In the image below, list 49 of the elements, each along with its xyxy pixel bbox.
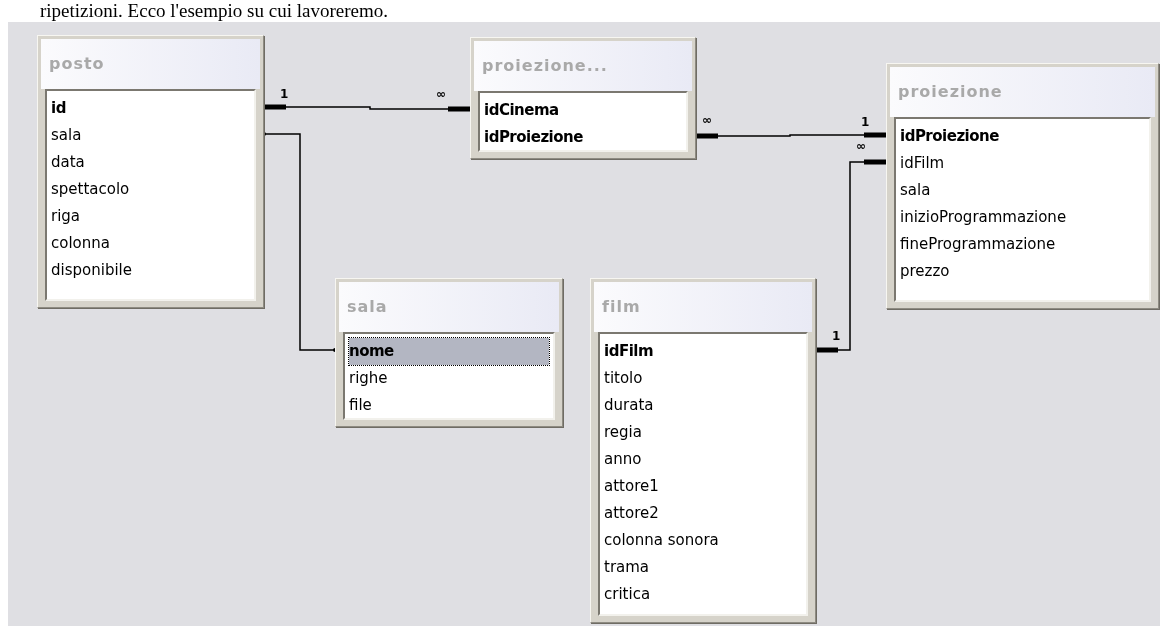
table-box (886, 63, 1159, 309)
field-name: nome (349, 341, 394, 363)
field-name: titolo (604, 368, 643, 390)
field-name: critica (604, 584, 651, 606)
cardinality-label: 1 (832, 330, 841, 342)
field-name: trama (604, 557, 650, 579)
cardinality-label: 1 (280, 88, 289, 100)
field-name: durata (604, 395, 654, 417)
cardinality-label: 1 (861, 116, 870, 128)
field-name: anno (604, 449, 642, 471)
field-name: idFilm (604, 341, 654, 363)
table-title: sala (347, 296, 388, 318)
table-box (470, 37, 696, 159)
relationship-line (262, 132, 337, 352)
field-name: data (51, 152, 85, 174)
cardinality-label: ∞ (702, 114, 712, 126)
table-title: proiezione... (482, 55, 608, 77)
field-name: idProiezione (900, 126, 999, 148)
cardinality-label: ∞ (856, 140, 866, 152)
cardinality-label: ∞ (436, 88, 446, 100)
field-name: attore1 (604, 476, 659, 498)
relationship-line (815, 159, 887, 353)
field-name: file (349, 395, 372, 417)
field-name: inizioProgrammazione (900, 207, 1067, 229)
field-name: regia (604, 422, 642, 444)
table-title: proiezione (898, 81, 1003, 103)
table-box (335, 278, 563, 427)
field-name: fineProgrammazione (900, 234, 1056, 256)
table-title: posto (49, 53, 105, 75)
intro-sentence: ripetizioni. Ecco l'esempio su cui lavoreremo. (40, 0, 388, 22)
table-box (37, 35, 264, 308)
table-title: film (602, 296, 641, 318)
field-name: idFilm (900, 153, 945, 175)
field-name: idCinema (484, 100, 559, 122)
field-name: riga (51, 206, 81, 228)
field-name: idProiezione (484, 127, 583, 149)
field-name: righe (349, 368, 388, 390)
field-name: spettacolo (51, 179, 130, 201)
field-name: disponibile (51, 260, 132, 282)
field-name: sala (900, 180, 931, 202)
relationship-line (263, 104, 471, 112)
field-name: prezzo (900, 261, 950, 283)
field-name: colonna (51, 233, 110, 255)
field-name: attore2 (604, 503, 659, 525)
field-name: id (51, 98, 66, 120)
table-box (590, 278, 816, 623)
relationship-line (695, 132, 887, 139)
field-name: sala (51, 125, 82, 147)
field-name: colonna sonora (604, 530, 719, 552)
